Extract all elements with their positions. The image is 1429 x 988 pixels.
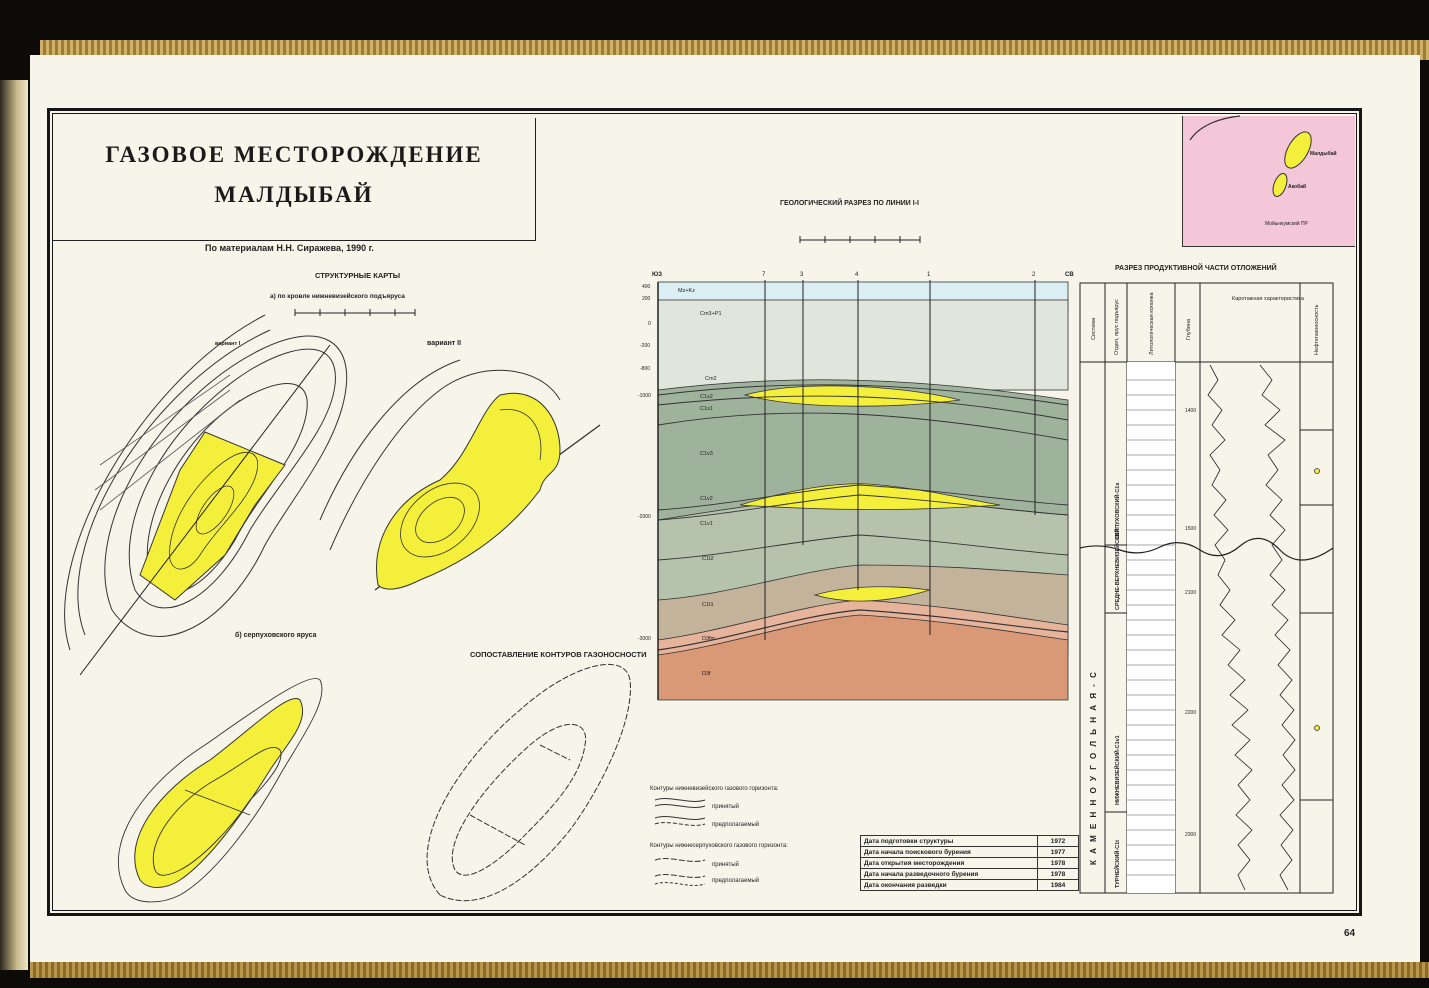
- unit-label: C1s1: [700, 406, 713, 412]
- depth-label: 200: [642, 296, 651, 302]
- stage-label: НИЖНЕВИЗЕЙСКИЙ-C1v1: [1113, 735, 1121, 805]
- variant2-label: вариант II: [427, 340, 461, 347]
- gas-contour-variant1: [139, 431, 286, 601]
- date-label: Дата начала поискового бурения: [860, 846, 1038, 858]
- unit-label: D3fm: [702, 636, 716, 642]
- stage-label: ТУРНЕЙСКИЙ-C1t: [1113, 840, 1121, 888]
- date-year: 1984: [1037, 879, 1079, 891]
- legend: [654, 798, 706, 886]
- unit-label: Mz+Kz: [678, 288, 695, 294]
- structural-heading: СТРУКТУРНЫЕ КАРТЫ: [315, 271, 400, 280]
- page-bottom-edge: [30, 962, 1429, 978]
- unit-label: D3f: [702, 671, 711, 677]
- title-box: [53, 118, 536, 241]
- unit-label: C1v2: [700, 496, 713, 502]
- title-line1: ГАЗОВОЕ МЕСТОРОЖДЕНИЕ: [105, 142, 483, 167]
- lithology-pattern: [1127, 379, 1175, 876]
- author-note: По материалам Н.Н. Сиражева, 1990 г.: [205, 243, 374, 253]
- legend-accepted-2: принятый: [712, 861, 739, 868]
- well-label: 2: [1032, 272, 1036, 278]
- maps-scale-bar: [294, 309, 416, 316]
- resistivity-log: [1259, 364, 1296, 891]
- depth-label: -200: [640, 343, 650, 349]
- well-label: 3: [800, 272, 804, 278]
- date-label: Дата открытия месторождения: [860, 857, 1038, 869]
- date-label: Дата начала разведочного бурения: [860, 868, 1038, 880]
- stage-label: СРЕДНЕ-ВЕРХНЕВИЗЕЙСКИЙ: [1113, 529, 1121, 610]
- depth-tick: 2300: [1185, 832, 1196, 838]
- date-label: Дата подготовки структуры: [860, 835, 1038, 847]
- section-scale-bar: [799, 236, 921, 243]
- map-frame-outer: [47, 108, 1362, 916]
- date-year: 1977: [1037, 846, 1079, 858]
- depth-label: -3000: [638, 636, 651, 642]
- col-stage-label: Отдел, ярус подъярус: [1114, 299, 1120, 355]
- map-frame-inner: [52, 113, 1357, 911]
- unit-label: C1t2: [702, 556, 714, 562]
- gas-contour-variant2: [376, 392, 561, 590]
- unit-label: C1s2: [700, 394, 713, 400]
- date-year: 1978: [1037, 857, 1079, 869]
- legend-visean-title: Контуры нижневизейского газового горизон…: [650, 785, 779, 792]
- book-spine: [0, 80, 28, 970]
- structural-sub-a: а) по кровле нижневизейского подъяруса: [270, 292, 405, 300]
- title-line2: МАЛДЫБАЙ: [214, 182, 374, 207]
- legend-assumed: предполагаемый: [712, 821, 759, 828]
- gas-show-marker: [1314, 725, 1320, 731]
- col-log-label: Каротажная характеристика: [1232, 296, 1305, 302]
- legend-assumed-2: предполагаемый: [712, 877, 759, 884]
- variant1-label: вариант I: [215, 341, 241, 347]
- depth-label: -2000: [638, 514, 651, 520]
- unit-label: C1v3: [700, 451, 713, 457]
- unit-label: Cm3+P1: [700, 311, 722, 317]
- section-heading: ГЕОЛОГИЧЕСКИЙ РАЗРЕЗ ПО ЛИНИИ I-I: [780, 198, 919, 207]
- col-system-label: Система: [1091, 317, 1097, 340]
- inset-location-map: [1182, 116, 1355, 247]
- depth-label: 400: [642, 284, 651, 290]
- inset-field2: Акобай: [1288, 183, 1306, 190]
- legend-serpukh-title: Контуры нижнесерпуховского газового гори…: [650, 843, 788, 849]
- comparison-heading: СОПОСТАВЛЕНИЕ КОНТУРОВ ГАЗОНОСНОСТИ: [470, 650, 647, 659]
- inset-field1: Малдыбай: [1310, 150, 1337, 157]
- legend-accepted: принятый: [712, 803, 739, 810]
- date-year: 1972: [1037, 835, 1079, 847]
- depth-tick: 1400: [1185, 408, 1196, 414]
- col-oilgas-label: Нефтегазоносность: [1314, 304, 1320, 355]
- well-label: 1: [927, 272, 931, 278]
- structural-map-variant1: [64, 314, 348, 651]
- stage-label: СЕРПУХОВСКИЙ-C1s: [1113, 483, 1121, 540]
- section-right-end: СВ: [1065, 272, 1074, 278]
- depth-label: -1000: [638, 393, 651, 399]
- section-left-end: ЮЗ: [652, 272, 662, 278]
- depth-label: -800: [640, 366, 650, 372]
- serpukh-map-label: б) серпуховского яруса: [235, 631, 317, 639]
- cross-section: [657, 280, 1069, 701]
- page-number: 64: [1344, 928, 1356, 939]
- depth-tick: 2200: [1185, 710, 1196, 716]
- system-name: К А М Е Н Н О У Г О Л Ь Н А Я - С: [1089, 670, 1098, 865]
- depth-tick: 2100: [1185, 590, 1196, 596]
- unit-label: Cm2: [705, 376, 717, 382]
- col-lith-label: Литологическая колонка: [1149, 291, 1155, 355]
- unit-label: C1t1: [702, 602, 714, 608]
- date-label: Дата окончания разведки: [860, 879, 1038, 891]
- unit-label: C1v1: [700, 521, 713, 527]
- date-year: 1978: [1037, 868, 1079, 880]
- gamma-log: [1207, 364, 1253, 891]
- col-depth-label: Глубина: [1186, 318, 1192, 340]
- gas-show-marker: [1314, 468, 1320, 474]
- well-label: 7: [762, 272, 766, 278]
- well-label: 4: [855, 272, 859, 278]
- inset-region: Мойынкумский ПР: [1265, 220, 1309, 227]
- depth-tick: 1500: [1185, 526, 1196, 532]
- depth-label: 0: [648, 321, 651, 327]
- productive-heading: РАЗРЕЗ ПРОДУКТИВНОЙ ЧАСТИ ОТЛОЖЕНИЙ: [1115, 263, 1277, 272]
